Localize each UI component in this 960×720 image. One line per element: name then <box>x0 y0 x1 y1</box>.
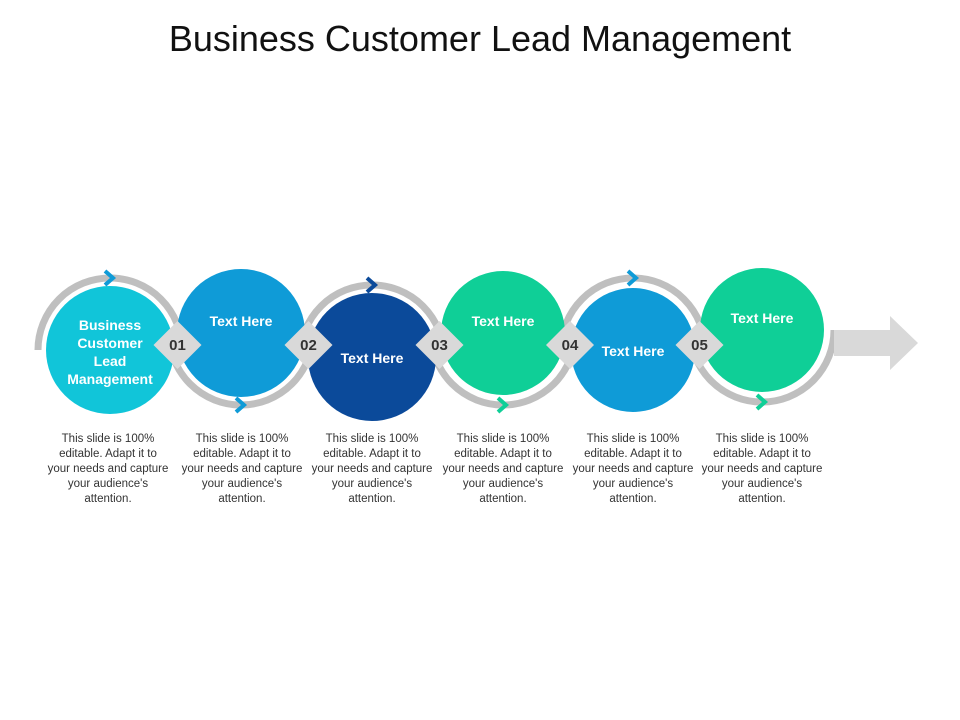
chevron-right-icon <box>234 396 248 414</box>
step-number-diamond <box>675 321 724 369</box>
step-circle-6 <box>700 268 824 392</box>
step-label: Text Here <box>601 343 665 359</box>
chevron-right-icon <box>755 393 769 411</box>
step-description: This slide is 100% editable. Adapt it to… <box>701 433 823 505</box>
step-circle-3 <box>308 293 436 421</box>
step-number-diamond <box>415 321 464 369</box>
step-description: This slide is 100% editable. Adapt it to… <box>181 433 303 505</box>
step-circle-1 <box>46 286 174 414</box>
step-label: Text Here <box>209 313 273 329</box>
step-label: Business Customer Lead Management <box>67 317 153 387</box>
step-label: Text Here <box>730 310 794 326</box>
step-label: Text Here <box>340 350 404 366</box>
chevron-right-icon <box>365 276 379 294</box>
chevron-right-icon <box>103 269 117 287</box>
step-description: This slide is 100% editable. Adapt it to… <box>311 433 433 505</box>
step-circle-5 <box>571 288 695 412</box>
step-circle-4 <box>441 271 565 395</box>
chevron-right-icon <box>626 269 640 287</box>
step-number: 05 <box>691 336 708 354</box>
step-number-diamond <box>153 321 202 369</box>
step-number: 02 <box>300 336 317 354</box>
chevron-right-icon <box>496 396 510 414</box>
step-number: 03 <box>431 336 448 354</box>
step-label: Text Here <box>471 313 535 329</box>
step-description: This slide is 100% editable. Adapt it to… <box>442 433 564 505</box>
step-description: This slide is 100% editable. Adapt it to… <box>572 433 694 505</box>
step-number-diamond <box>546 321 594 369</box>
step-number: 04 <box>561 336 579 354</box>
step-description: This slide is 100% editable. Adapt it to… <box>47 433 169 505</box>
step-number-diamond <box>284 321 333 369</box>
step-circle-2 <box>177 269 305 397</box>
page-title: Business Customer Lead Management <box>168 18 792 59</box>
arrow-right-icon <box>834 316 918 370</box>
step-number: 01 <box>169 336 186 354</box>
